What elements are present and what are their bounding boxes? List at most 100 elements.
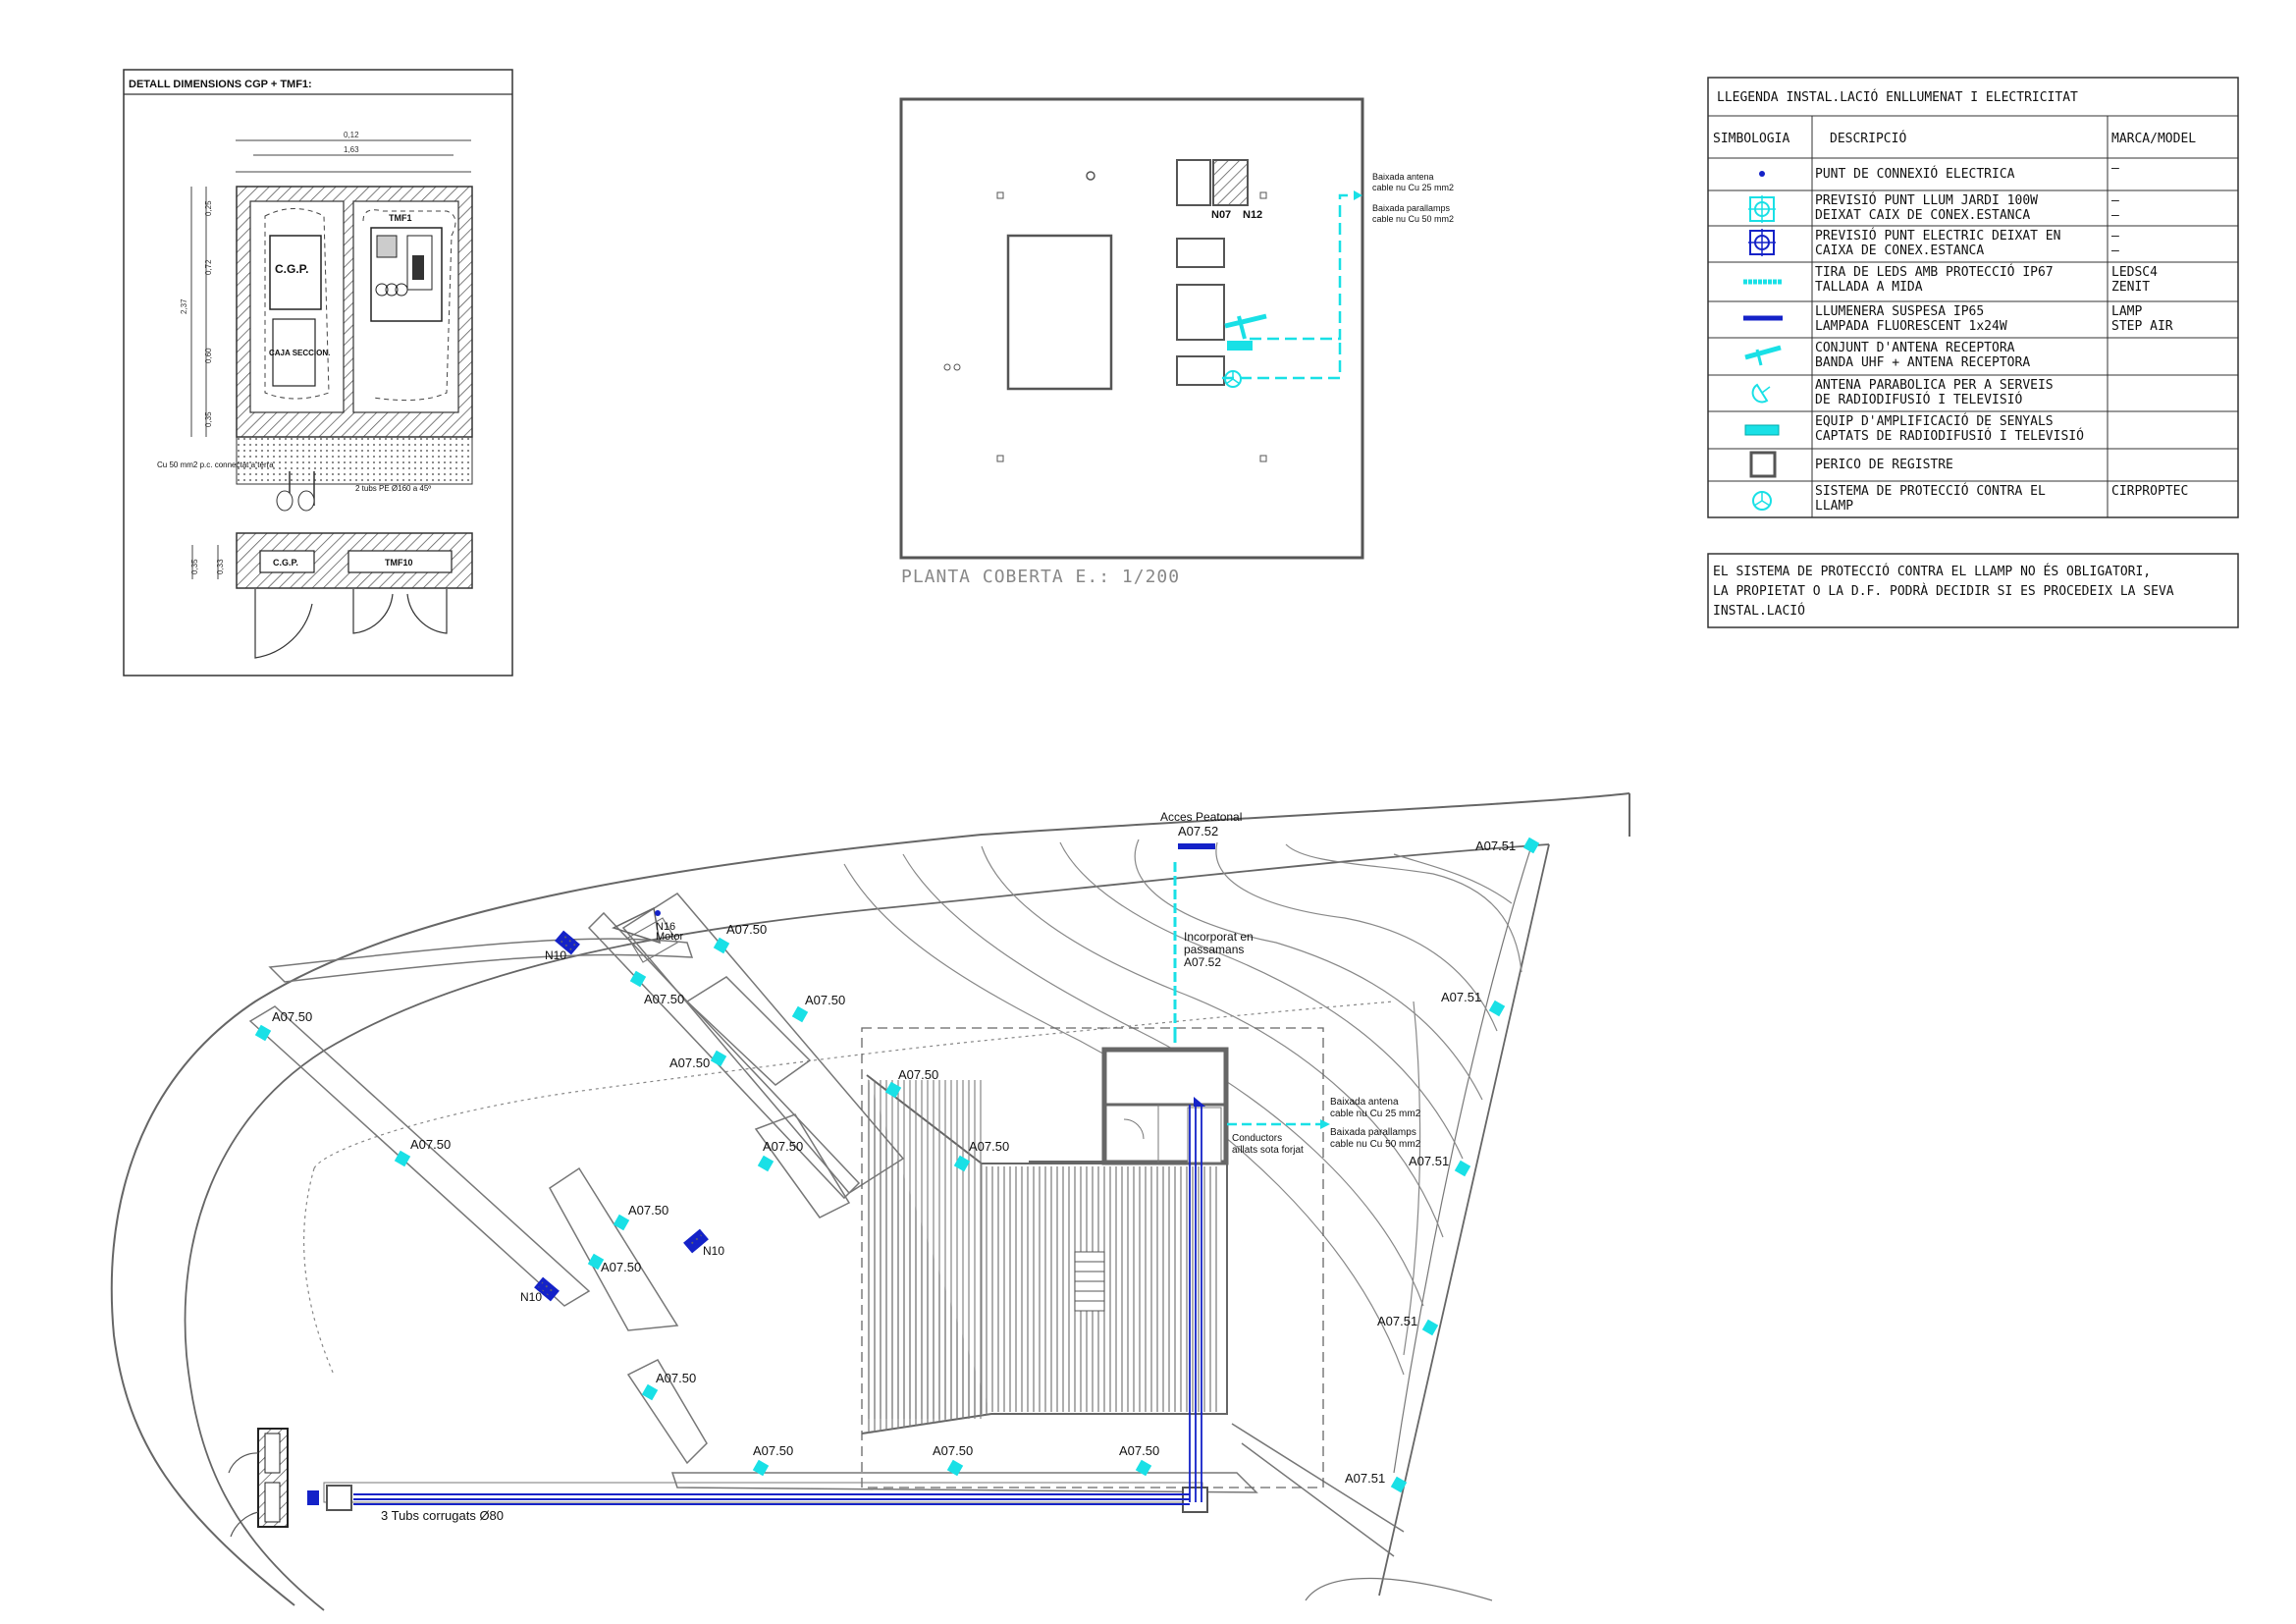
roof-antenna-icon [1224,313,1267,340]
garden-light-marker [1522,837,1540,854]
site-n16: N16 [656,921,675,933]
legend-brand-line1: — [2111,193,2119,208]
detail-dim-top-1: 0,12 [344,131,359,139]
luminaire-label: A07.50 [656,1371,696,1385]
legend-brand-line2: ZENIT [2111,280,2150,295]
legend-brand-line1: LEDSC4 [2111,265,2158,280]
roof-plan: N07 N12 Baixada antena cable nu Cu 25 mm… [899,97,1454,587]
site-conductors: Conductors aïllats sota forjat [1232,1133,1304,1156]
legend-desc-line1: LLUMENERA SUSPESA IP65 [1815,304,1984,319]
luminaire-label: A07.50 [933,1443,973,1458]
n10-label: N10 [703,1244,724,1258]
amplifier-icon [1744,424,1780,436]
electric-box-icon [1748,229,1776,256]
luminaire-label: A07.51 [1377,1314,1417,1328]
site-note-antenna: Baixada antena cable nu Cu 25 mm2 [1330,1097,1421,1119]
detail-plan-dim-2: 0,33 [216,559,225,574]
garden-light-marker [1454,1160,1471,1177]
site-plan: A07.50A07.50A07.50A07.50A07.50A07.50A07.… [110,792,1630,1611]
luminaire-label: A07.50 [410,1137,451,1152]
legend-desc-line1: ANTENA PARABOLICA PER A SERVEIS [1815,378,2054,393]
site-incorporat: Incorporat en passamans A07.52 [1184,930,1256,969]
detail-tmf1-label: TMF1 [389,213,412,223]
roof-note-antenna: Baixada antena cable nu Cu 25 mm2 [1372,172,1454,192]
legend-brand-line1: LAMP [2111,304,2142,319]
legend-desc-line2: TALLADA A MIDA [1815,280,1923,295]
garden-light-marker [641,1383,659,1401]
detail-tubes-note: 2 tubs PE Ø160 a 45º [355,484,431,493]
garden-light-marker [752,1459,770,1477]
detail-dim-side-total: 2,37 [180,298,188,314]
garden-light-marker [884,1081,902,1099]
luminaire-label: A07.50 [753,1443,793,1458]
garden-light-marker [1421,1319,1439,1336]
luminaire-label: A07.51 [1345,1471,1385,1486]
luminaire-label: A07.51 [1441,990,1481,1004]
luminaire-label: A07.51 [1475,839,1516,853]
legend-desc-line2: CAPTATS DE RADIODIFUSIÓ I TELEVISIÓ [1815,428,2084,444]
site-access-code: A07.52 [1178,824,1218,839]
garden-light-marker [1488,1000,1506,1017]
legend-desc-line2: DEIXAT CAIX DE CONEX.ESTANCA [1815,208,2030,223]
luminaire-label: A07.50 [969,1139,1009,1154]
n10-label: N10 [545,948,566,962]
luminaire-label: A07.50 [272,1009,312,1024]
luminaire-label: A07.50 [1119,1443,1159,1458]
garden-light-icon [1748,195,1776,223]
detail-dim-side-3: 0,60 [204,348,213,363]
detail-earth-note: Cu 50 mm2 p.c. connectat a terra [157,460,274,469]
legend-header-brand: MARCA/MODEL [2111,132,2196,146]
legend-header-symbol: SIMBOLOGIA [1713,132,1789,146]
legend-desc-line2: CAIXA DE CONEX.ESTANCA [1815,244,1984,258]
legend-desc-line1: PUNT DE CONNEXIÓ ELECTRICA [1815,166,2015,182]
legend-brand-line2: — [2111,208,2119,223]
n10-box-2 [534,1276,560,1302]
legend-desc-line1: PREVISIÓ PUNT ELECTRIC DEIXAT EN [1815,228,2060,244]
legend-brand-line1: CIRPROPTEC [2111,484,2188,499]
roof-caption: PLANTA COBERTA E.: 1/200 [901,567,1180,587]
garden-light-marker [953,1155,971,1172]
antenna-icon [1744,345,1782,366]
legend-note: EL SISTEMA DE PROTECCIÓ CONTRA EL LLAMP … [1713,564,2181,619]
site-note-lightning: Baixada parallamps cable nu Cu 50 mm2 [1330,1127,1421,1150]
detail-dim-side-2: 0,72 [204,259,213,275]
legend-title: LLEGENDA INSTAL.LACIÓ ENLLUMENAT I ELECT… [1717,89,2078,105]
legend-desc-line2: LLAMP [1815,499,1853,514]
luminaire-label: A07.50 [601,1260,641,1274]
detail-plan-tmf10: TMF10 [385,558,413,568]
dot-icon [1759,171,1765,177]
detail-title: DETALL DIMENSIONS CGP + TMF1: [129,79,312,90]
detail-dim-top-2: 1,63 [344,145,359,154]
legend-brand-line2: STEP AIR [2111,319,2173,334]
luminaire-label: A07.50 [898,1067,938,1082]
legend-desc-line1: EQUIP D'AMPLIFICACIÓ DE SENYALS [1815,413,2054,429]
n10-box-3 [683,1228,709,1254]
roof-lightning-rod-icon [1224,370,1242,388]
garden-light-marker [394,1150,411,1167]
garden-light-marker [613,1214,630,1231]
detail-cgp-tmf1: DETALL DIMENSIONS CGP + TMF1: 0,12 1,63 … [123,69,513,677]
garden-light-marker [946,1459,964,1477]
site-motor: Motor [656,931,683,943]
site-luminaires [254,837,1540,1493]
luminaire-label: A07.50 [726,922,767,937]
detail-dim-side-4: 0,35 [204,411,213,427]
garden-light-marker [710,1050,727,1067]
luminaire-label: A07.51 [1409,1154,1449,1168]
legend-header-desc: DESCRIPCIÓ [1830,131,1906,146]
garden-light-marker [254,1024,272,1042]
legend-desc-line2: DE RADIODIFUSIÓ I TELEVISIÓ [1815,392,2022,407]
detail-cgp-label: C.G.P. [275,262,308,276]
garden-light-marker [791,1005,809,1023]
legend-desc-line1: SISTEMA DE PROTECCIÓ CONTRA EL [1815,483,2046,499]
roof-amplifier-icon [1227,341,1253,351]
roof-note-lightning: Baixada parallamps cable nu Cu 50 mm2 [1372,203,1454,224]
garden-light-marker [1390,1476,1408,1493]
roof-n12: N12 [1243,209,1262,221]
garden-light-marker [1135,1459,1152,1477]
legend-desc-line2: LAMPADA FLUORESCENT 1x24W [1815,319,2007,334]
legend-desc-line1: TIRA DE LEDS AMB PROTECCIÓ IP67 [1815,264,2054,280]
detail-plan-dim-1: 0,35 [190,559,199,574]
luminaire-label: A07.50 [805,993,845,1007]
garden-light-marker [629,970,647,988]
